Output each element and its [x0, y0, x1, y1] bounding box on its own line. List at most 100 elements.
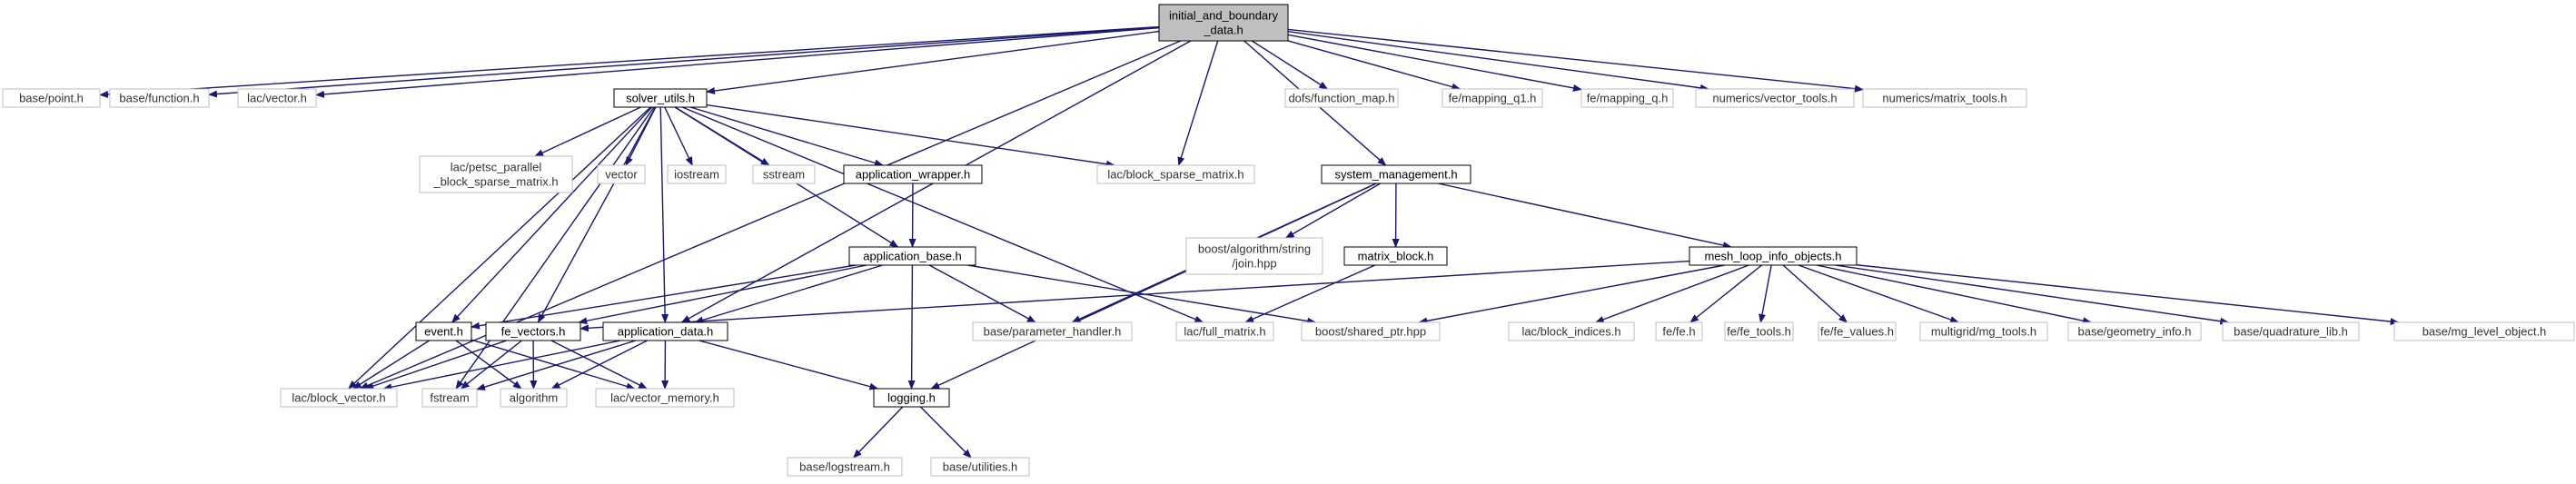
- node-label: numerics/vector_tools.h: [1712, 92, 1837, 105]
- node-vector: lac/vector.h: [237, 88, 317, 108]
- node-label: lac/block_indices.h: [1521, 325, 1620, 339]
- node-box: [2222, 321, 2360, 341]
- node-label: vector: [605, 168, 638, 182]
- edge-mesh_loop-to-fe: [1689, 264, 1762, 323]
- node-box: [2393, 321, 2575, 341]
- node-box: [597, 164, 646, 184]
- node-label: fe/mapping_q1.h: [1449, 92, 1537, 105]
- node-app-wrapper[interactable]: application_wrapper.h: [843, 164, 983, 184]
- node-box: [1655, 321, 1703, 341]
- edge-system_management-to-join: [1284, 183, 1382, 239]
- node-box: [930, 457, 1030, 477]
- edge-solver_utils-to-event: [451, 106, 653, 323]
- edge-solver_utils-to-full_matrix: [681, 106, 1204, 323]
- node-label: lac/block_vector.h: [292, 391, 385, 405]
- nodes-layer: initial_and_boundary_data.h base/point.h b…: [2, 4, 2575, 477]
- edge-solver_utils-to-block_sparse: [706, 104, 1115, 168]
- node-app-data[interactable]: application_data.h: [602, 321, 728, 341]
- node-label: sstream: [763, 168, 805, 182]
- node-label: system_management.h: [1334, 168, 1457, 182]
- node-function-map: dofs/function_map.h: [1284, 88, 1399, 108]
- edge-root-to-solver_utils: [706, 30, 1160, 94]
- edge-mesh_loop-to-block_indices: [1594, 264, 1749, 323]
- node-fe-vectors[interactable]: fe_vectors.h: [485, 321, 581, 341]
- node-box: [1175, 321, 1274, 341]
- edge-solver_utils-to-app_data: [659, 106, 669, 323]
- node-box: [1695, 88, 1855, 108]
- node-box: [1158, 4, 1289, 42]
- node-box: [1321, 164, 1471, 184]
- node-label: lac/vector.h: [247, 92, 307, 105]
- node-vector-memory: lac/vector_memory.h: [595, 388, 735, 408]
- edge-mesh_loop-to-shared_ptr: [1418, 264, 1725, 325]
- node-box: [595, 388, 735, 408]
- node-label: event.h: [424, 325, 463, 339]
- node-app-base[interactable]: application_base.h: [848, 246, 976, 266]
- edge-root-to-vector_tools: [1287, 31, 1709, 92]
- node-label: lac/vector_memory.h: [610, 391, 719, 405]
- node-root[interactable]: initial_and_boundary_data.h: [1158, 4, 1289, 42]
- node-box: [109, 88, 210, 108]
- node-label: lac/petsc_parallel: [451, 161, 542, 174]
- edge-system_management-to-logging: [930, 183, 1377, 390]
- node-label: matrix_block.h: [1358, 250, 1434, 263]
- node-label: initial_and_boundary: [1169, 9, 1278, 23]
- node-fe-tools: fe/fe_tools.h: [1724, 321, 1794, 341]
- node-label: fe/fe_values.h: [1820, 325, 1894, 339]
- node-label: dofs/function_map.h: [1288, 92, 1394, 105]
- node-system-management[interactable]: system_management.h: [1321, 164, 1471, 184]
- node-function: base/function.h: [109, 88, 210, 108]
- node-box: [1442, 88, 1543, 108]
- node-box: [843, 164, 983, 184]
- node-label: logging.h: [887, 391, 936, 405]
- node-label: multigrid/mg_tools.h: [1931, 325, 2036, 339]
- node-box: [602, 321, 728, 341]
- node-label: fe/fe.h: [1662, 325, 1695, 339]
- edge-solver_utils-to-fstream: [455, 106, 655, 390]
- node-box: [1343, 246, 1448, 266]
- node-label: boost/algorithm/string: [1198, 242, 1311, 256]
- node-quadrature-lib: base/quadrature_lib.h: [2222, 321, 2360, 341]
- node-label: base/point.h: [19, 92, 84, 105]
- edge-solver_utils-to-fe_vectors: [537, 106, 657, 323]
- node-solver-utils[interactable]: solver_utils.h: [613, 88, 708, 108]
- node-box: [237, 88, 317, 108]
- node-box: [848, 246, 976, 266]
- edge-event-to-block_vector: [352, 340, 431, 390]
- node-box: [1919, 321, 2048, 341]
- node-box: [972, 321, 1133, 341]
- node-label: /join.hpp: [1232, 257, 1276, 271]
- node-box: [1818, 321, 1897, 341]
- node-event[interactable]: event.h: [415, 321, 472, 341]
- node-vector-tools: numerics/vector_tools.h: [1695, 88, 1855, 108]
- node-box: [873, 388, 950, 408]
- edge-root-to-matrix_tools: [1287, 28, 1864, 93]
- edge-app_data-to-logging: [698, 340, 879, 390]
- node-matrix-tools: numerics/matrix_tools.h: [1862, 88, 2027, 108]
- edge-app_base-to-param_handler: [928, 264, 1036, 323]
- node-petsc: lac/petsc_parallel_block_sparse_matrix.h: [419, 155, 573, 193]
- node-box: [419, 155, 573, 193]
- node-std-vector: vector: [597, 164, 646, 184]
- node-box: [1301, 321, 1441, 341]
- edge-mesh_loop-to-geometry_info: [1816, 264, 2093, 325]
- edge-root-to-function_map: [1251, 40, 1329, 90]
- edge-solver_utils-to-iostream: [664, 106, 693, 166]
- node-box: [2067, 321, 2202, 341]
- node-mesh-loop[interactable]: mesh_loop_info_objects.h: [1689, 246, 1858, 266]
- node-box: [787, 457, 903, 477]
- node-label: base/function.h: [119, 92, 199, 105]
- node-logging[interactable]: logging.h: [873, 388, 950, 408]
- edge-fe_vectors-to-block_vector: [364, 340, 507, 390]
- node-matrix-block[interactable]: matrix_block.h: [1343, 246, 1448, 266]
- edge-event-to-vector_memory: [471, 339, 636, 390]
- edge-logging-to-logstream: [852, 406, 904, 459]
- node-fe: fe/fe.h: [1655, 321, 1703, 341]
- node-geometry-info: base/geometry_info.h: [2067, 321, 2202, 341]
- node-full-matrix: lac/full_matrix.h: [1175, 321, 1274, 341]
- node-label: base/utilities.h: [943, 460, 1017, 474]
- edge-solver_utils-to-app_wrapper: [689, 106, 884, 167]
- node-label: application_data.h: [618, 325, 714, 339]
- node-block-sparse: lac/block_sparse_matrix.h: [1096, 164, 1255, 184]
